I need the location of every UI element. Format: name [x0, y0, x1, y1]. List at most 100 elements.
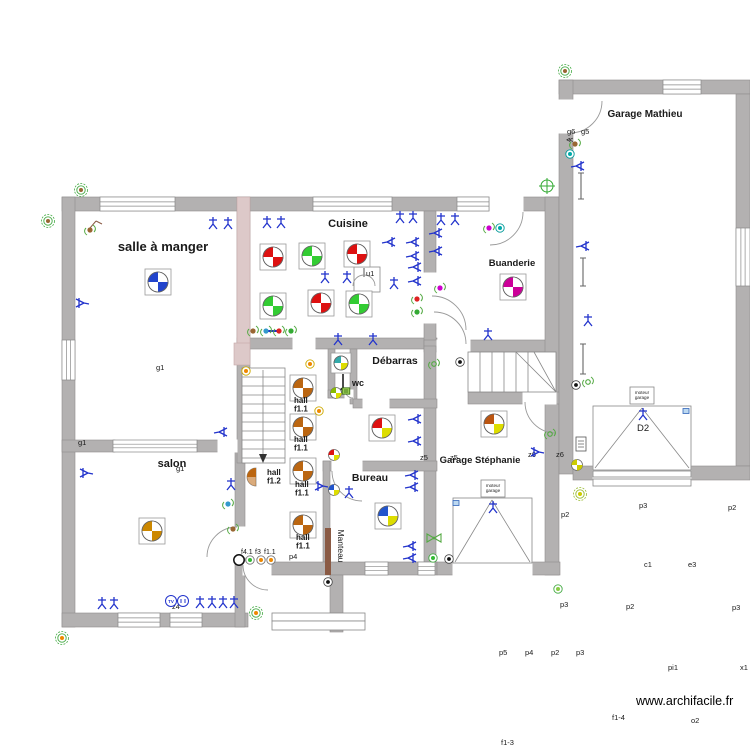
switch-n2[interactable]: n2 [407, 414, 750, 750]
switch-n4a[interactable]: n4 [407, 262, 750, 539]
switch-z6a[interactable]: z6 [262, 216, 536, 459]
target-door-f3[interactable] [256, 555, 266, 565]
spot-hall4[interactable] [289, 511, 317, 539]
crosshair-f2[interactable]: f2 [539, 178, 750, 365]
spot-p3c[interactable]: p3 [345, 290, 740, 612]
switch-q1a[interactable]: q1 [402, 541, 750, 750]
switch-z5a[interactable]: z5 [208, 217, 428, 462]
spot-o1[interactable]: o1 [480, 410, 750, 750]
switch-pi1[interactable]: pi1 [333, 333, 678, 672]
target-f43[interactable]: f4.3 [428, 553, 750, 750]
switch-D2[interactable] [638, 408, 648, 421]
switch-i1a[interactable]: i1 [436, 213, 750, 430]
switch-j1b[interactable]: j1 [408, 211, 750, 449]
spot-p5[interactable]: p5 [138, 517, 286, 750]
switch-j2[interactable]: j2 [389, 277, 750, 580]
outlet-g5[interactable]: g5 [582, 376, 750, 750]
switch-n1[interactable]: n1 [407, 436, 750, 750]
outlet-p4[interactable]: p4 [260, 325, 534, 657]
switch-k6[interactable]: k6 [575, 241, 750, 497]
chip-d2[interactable] [682, 408, 690, 414]
target-f31[interactable]: f3.1 [249, 606, 517, 750]
ceiling-point-4[interactable] [444, 554, 454, 564]
media-socket[interactable] [177, 595, 189, 607]
target-door-f1[interactable] [266, 555, 276, 565]
switch-z5b[interactable]: z5 [223, 217, 458, 462]
switch-e1[interactable]: e1 [530, 447, 750, 750]
outlet-f21[interactable] [483, 222, 495, 234]
spot-p2b[interactable]: p2 [343, 240, 736, 512]
target-f14[interactable]: f1-4 [305, 359, 625, 722]
switch-q2a[interactable]: q2 [404, 470, 750, 750]
switch-q5[interactable]: q5 [226, 478, 463, 750]
outlet-p5-salon[interactable]: p5 [227, 523, 469, 750]
ceiling-point-1[interactable] [455, 357, 465, 367]
ceiling-point-3[interactable] [323, 577, 333, 587]
outlet-p5[interactable]: p5 [247, 325, 508, 657]
outlet-p3-door[interactable]: p3 [411, 306, 750, 624]
spot-o2[interactable]: o2 [330, 352, 699, 725]
switch-q4[interactable]: q4 [314, 481, 641, 750]
switch-z6b[interactable]: z6 [276, 216, 564, 459]
outlet-p2-door[interactable]: p2 [411, 293, 750, 597]
switch-q2b[interactable]: q2 [404, 482, 750, 750]
outlet-o1-door[interactable]: o1 [544, 428, 750, 750]
bar-g5-c[interactable]: g5 [578, 172, 750, 371]
chip-e2[interactable] [452, 500, 460, 506]
switch-z3a[interactable]: z3 [97, 597, 206, 750]
switch-a1[interactable]: a1 [428, 246, 750, 507]
spot-p4[interactable]: p4 [144, 268, 297, 561]
detector-ring[interactable] [233, 554, 245, 566]
switch-q1b[interactable]: q1 [402, 553, 750, 750]
outlet-o1-stairs[interactable]: o1 [428, 358, 750, 723]
spot-hall2[interactable] [289, 413, 317, 441]
switch-z1b[interactable]: z1 [229, 596, 471, 750]
target-f21[interactable]: f2-1 [495, 223, 750, 450]
spot-o3[interactable]: o3 [368, 414, 750, 750]
switch-z3b[interactable]: z3 [109, 597, 230, 750]
light-o1-ext[interactable]: o1 [426, 533, 750, 750]
switch-q3[interactable]: q3 [344, 486, 700, 750]
light-g2[interactable]: g2 [571, 459, 750, 750]
switch-j1a[interactable]: j1 [395, 211, 750, 449]
bar-g5-b[interactable]: g5 [580, 343, 750, 703]
spot-hall3[interactable] [289, 457, 317, 485]
target-f15[interactable]: f1-5 [314, 406, 647, 750]
spot-p2c[interactable]: p2 [307, 289, 634, 611]
target-g2[interactable]: g2 [573, 487, 750, 750]
switch-e3[interactable]: e3 [342, 271, 696, 569]
switch-z1a[interactable]: z1 [218, 596, 449, 750]
tv-socket[interactable]: TV [165, 595, 177, 607]
switch-x1[interactable]: x1 [368, 333, 748, 672]
switch-i2b[interactable]: i2 [405, 251, 750, 517]
ceiling-point-2[interactable] [571, 380, 581, 390]
spot-hall-f12[interactable] [246, 467, 257, 487]
target-f22[interactable]: f2-2 [565, 149, 750, 313]
outlet-g1-int[interactable]: g1 [84, 224, 185, 473]
light-o3[interactable]: o3 [328, 449, 684, 750]
bar-g5-a[interactable]: g5 [580, 257, 750, 541]
switch-e2[interactable]: e2 [488, 501, 750, 750]
outlet-p1[interactable]: p1 [434, 282, 750, 571]
switch-b1[interactable]: b1 [428, 228, 750, 471]
switch-q6[interactable]: q6 [213, 427, 439, 750]
spot-p3a[interactable]: p3 [298, 242, 647, 510]
light-o2[interactable]: o2 [330, 387, 666, 750]
switch-n3[interactable]: n3 [483, 328, 750, 661]
spot-o4[interactable]: o4 [374, 502, 750, 750]
switch-q7[interactable]: q7 [79, 468, 188, 750]
switch-L1[interactable]: L1 [583, 314, 750, 631]
target-g1-top[interactable]: g1 [74, 183, 165, 373]
switch-d1[interactable]: d1 [570, 161, 750, 337]
outlet-wc[interactable] [341, 387, 351, 395]
switch-i3[interactable]: i3 [381, 237, 750, 489]
switch-z2a[interactable]: z2 [195, 596, 402, 750]
outlet-p3[interactable]: p3 [285, 325, 585, 657]
switch-i2a[interactable]: i2 [405, 237, 750, 489]
light-o4[interactable]: o4 [328, 484, 664, 750]
target-g6[interactable]: g6 [558, 64, 750, 148]
spot-p1[interactable]: p1 [499, 273, 750, 573]
target-g1-left[interactable]: g1 [41, 214, 87, 448]
spot-hall1[interactable] [289, 374, 317, 402]
spot-p2a[interactable]: p2 [259, 243, 569, 519]
